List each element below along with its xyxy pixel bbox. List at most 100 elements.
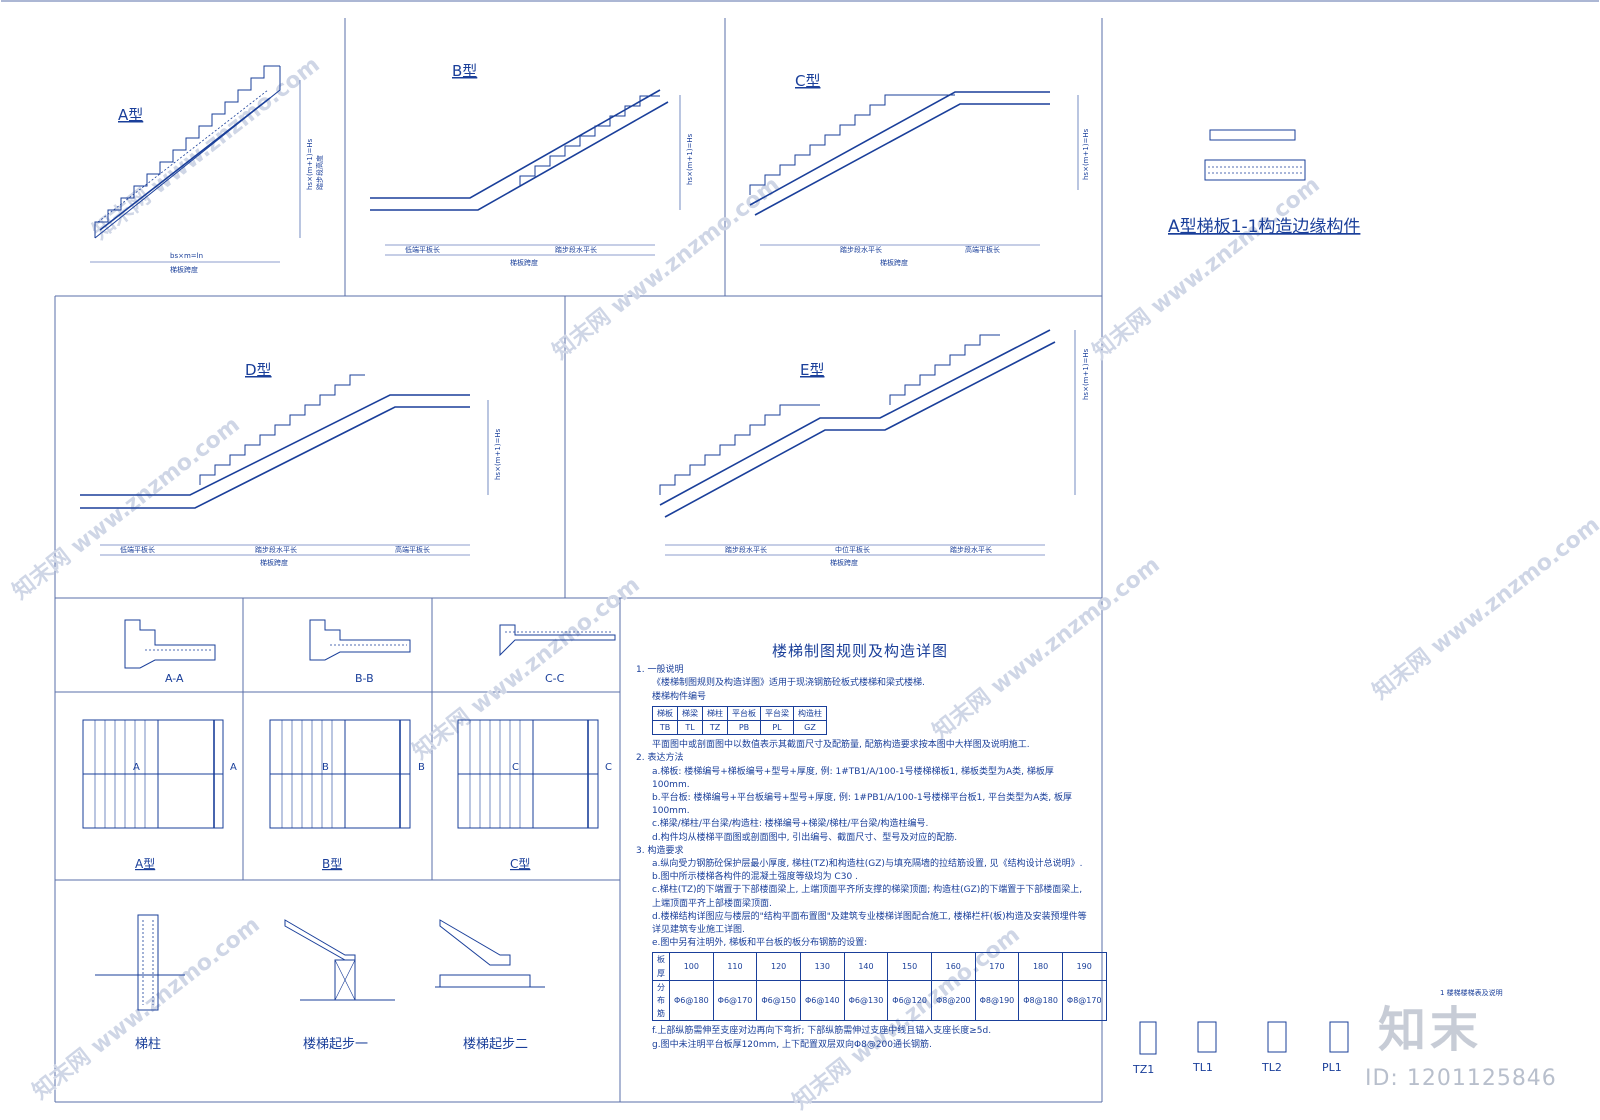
start2-title: 楼梯起步二 bbox=[463, 1037, 528, 1052]
code-val-5: PL bbox=[760, 720, 794, 736]
notes-s1-p3: 平面图中或剖面图中以数值表示其截面尺寸及配筋量, 配筋构造要求按本图中大样图及说… bbox=[652, 740, 1030, 751]
stair-d-step: 踏步段水平长 bbox=[255, 545, 297, 554]
stair-c-high: 高端平板长 bbox=[965, 245, 1000, 254]
thick-h-6: 150 bbox=[887, 952, 932, 981]
plan-a-title: A型 bbox=[135, 857, 155, 871]
notes-s2-c: c.梯梁/梯柱/平台梁/构造柱: 楼梯编号+梯梁/梯柱/平台梁/构造柱编号. bbox=[652, 819, 929, 830]
stair-e-diagram: E型 踏步段水平长 中位平板长 踏步段水平长 梯板跨度 hs×(m+1)=Hs bbox=[659, 329, 1090, 567]
stair-d-hs: hs×(m+1)=Hs bbox=[494, 428, 502, 480]
column-title: 梯柱 bbox=[135, 1037, 161, 1052]
beam-label-tl1: TL1 bbox=[1192, 1061, 1213, 1074]
general-notes: 楼梯制图规则及构造详图 1. 一般说明 《楼梯制图规则及构造详图》适用于现浇钢筋… bbox=[630, 643, 1107, 1052]
watermark-8: 知末网 www.znzmo.com bbox=[28, 912, 265, 1105]
stair-b-low: 低端平板长 bbox=[405, 245, 440, 254]
plan-b-title: B型 bbox=[322, 857, 342, 871]
asset-id: ID: 1201125846 bbox=[1365, 1066, 1557, 1091]
section-details: A-A B-B C-C bbox=[124, 619, 616, 685]
plan-a-mark-2: A bbox=[230, 762, 237, 773]
thick-v-9: Φ8@180 bbox=[1018, 979, 1063, 1022]
beam-label-tz1: TZ1 bbox=[1132, 1063, 1154, 1076]
code-head-1: 梯板 bbox=[652, 705, 678, 722]
notes-s1: 1. 一般说明 bbox=[636, 665, 684, 676]
stair-e-hs: hs×(m+1)=Hs bbox=[1082, 348, 1090, 400]
notes-s3-f: f.上部纵筋需伸至支座对边再向下弯折; 下部纵筋需伸过支座中线且锚入支座长度≥5… bbox=[652, 1026, 992, 1037]
stair-e-span: 梯板跨度 bbox=[830, 558, 858, 567]
notes-s3-d: d.楼梯结构详图应与楼层的"结构平面布置图"及建筑专业楼梯详图配合施工, 楼梯栏… bbox=[652, 911, 1087, 936]
stair-b-span: 梯板跨度 bbox=[510, 258, 538, 267]
stair-c-title: C型 bbox=[795, 72, 820, 90]
thick-h-10: 190 bbox=[1061, 952, 1107, 981]
beam-label-pl1: PL1 bbox=[1322, 1061, 1342, 1074]
thick-h-0: 板厚 bbox=[652, 952, 670, 981]
stair-a-step-height: 踏步段高度 bbox=[315, 155, 324, 190]
bottom-details: 梯柱 楼梯起步一 楼梯起步二 bbox=[95, 914, 545, 1052]
sheet-caption: 1 楼梯楼梯表及说明 bbox=[1440, 989, 1503, 997]
notes-s3-g: g.图中未注明平台板厚120mm, 上下配置双层双向Φ8@200通长钢筋. bbox=[652, 1039, 932, 1050]
code-val-4: PB bbox=[727, 720, 761, 736]
thickness-table: 板厚 100 110 120 130 140 150 160 170 180 1… bbox=[652, 952, 1107, 1022]
stair-a-span: 梯板跨度 bbox=[170, 265, 198, 274]
thick-v-5: Φ6@130 bbox=[843, 979, 889, 1022]
stair-c-diagram: C型 踏步段水平长 高端平板长 梯板跨度 hs×(m+1)=Hs bbox=[749, 72, 1090, 267]
section-aa-label: A-A bbox=[165, 672, 184, 685]
section-bb-label: B-B bbox=[355, 672, 374, 685]
notes-s1-p2: 楼梯构件编号 bbox=[652, 691, 707, 702]
stair-c-span: 梯板跨度 bbox=[880, 258, 908, 267]
component-code-table: 梯板 梯梁 梯柱 平台板 平台梁 构造柱 TB TL TZ PB PL GZ bbox=[652, 705, 827, 736]
thick-v-4: Φ6@140 bbox=[799, 979, 845, 1022]
notes-s2-b: b.平台板: 楼梯编号+平台板编号+型号+厚度, 例: 1#PB1/A/100-… bbox=[652, 793, 1073, 817]
code-head-3: 梯柱 bbox=[702, 705, 728, 722]
edge-detail-title: A型梯板1-1构造边缘构件 bbox=[1168, 217, 1360, 237]
edge-detail: A型梯板1-1构造边缘构件 bbox=[1168, 129, 1360, 237]
code-head-4: 平台板 bbox=[727, 705, 761, 722]
plan-b-mark-2: B bbox=[418, 762, 425, 773]
beam-label-tl2: TL2 bbox=[1261, 1061, 1282, 1074]
code-val-3: TZ bbox=[702, 720, 728, 736]
code-head-2: 梯梁 bbox=[677, 705, 703, 722]
stair-c-hs: hs×(m+1)=Hs bbox=[1082, 128, 1090, 180]
thick-v-2: Φ6@170 bbox=[712, 979, 758, 1022]
stair-b-step: 踏步段水平长 bbox=[555, 245, 597, 254]
notes-s3-c2: 上端顶面平齐上部楼面梁顶面. bbox=[652, 898, 772, 909]
notes-s3-b: b.图中所示楼梯各构件的混凝土强度等级均为 C30 . bbox=[652, 872, 858, 883]
notes-s3-c: c.梯柱(TZ)的下端置于下部楼面梁上, 上端顶面平齐所支撑的梯梁顶面; 构造柱… bbox=[652, 885, 1083, 896]
thick-v-0: 分布筋 bbox=[652, 979, 670, 1022]
watermark-5: 知末网 www.znzmo.com bbox=[408, 572, 645, 765]
plan-c-mark-2: C bbox=[605, 762, 612, 773]
thick-h-5: 140 bbox=[843, 952, 889, 981]
thick-h-7: 160 bbox=[930, 952, 976, 981]
thick-v-1: Φ6@180 bbox=[669, 979, 714, 1022]
plan-c-title: C型 bbox=[510, 857, 530, 871]
notes-s2-a: a.梯板: 楼梯编号+梯板编号+型号+厚度, 例: 1#TB1/A/100-1号… bbox=[652, 766, 1054, 790]
thick-v-8: Φ8@190 bbox=[974, 979, 1020, 1022]
thick-h-9: 180 bbox=[1018, 952, 1063, 981]
watermark-2: 知末网 www.znzmo.com bbox=[548, 172, 785, 365]
notes-s1-p1: 《楼梯制图规则及构造详图》适用于现浇钢筋砼板式楼梯和梁式楼梯. bbox=[652, 678, 925, 689]
stair-e-step2: 踏步段水平长 bbox=[950, 545, 992, 554]
stair-b-hs: hs×(m+1)=Hs bbox=[686, 133, 694, 185]
code-val-2: TL bbox=[677, 720, 703, 736]
thick-h-8: 170 bbox=[974, 952, 1020, 981]
stair-b-diagram: B型 低端平板长 踏步段水平长 梯板跨度 hs×(m+1)=Hs bbox=[370, 62, 694, 267]
beam-sections: TZ1 TL1 TL2 PL1 bbox=[1132, 1021, 1349, 1076]
brand-logo: 知末 bbox=[1378, 1002, 1483, 1058]
code-val-6: GZ bbox=[793, 720, 827, 736]
thick-h-1: 100 bbox=[669, 952, 714, 981]
stair-d-diagram: D型 低端平板长 踏步段水平长 高端平板长 梯板跨度 hs×(m+1)=Hs bbox=[80, 361, 502, 567]
stair-d-title: D型 bbox=[245, 361, 272, 379]
thick-v-7: Φ8@200 bbox=[930, 979, 976, 1022]
plan-b-mark: B bbox=[322, 762, 329, 773]
plan-views: A A A型 B B B型 C C C型 bbox=[82, 719, 612, 871]
stair-e-mid: 中位平板长 bbox=[835, 545, 870, 554]
notes-s2: 2. 表达方法 bbox=[636, 753, 684, 764]
start1-title: 楼梯起步一 bbox=[303, 1037, 368, 1052]
notes-s3-e: e.图中另有注明外, 梯板和平台板的板分布钢筋的设置: bbox=[652, 938, 868, 949]
thick-h-3: 120 bbox=[756, 952, 801, 981]
thick-h-2: 110 bbox=[712, 952, 758, 981]
stair-a-hs: hs×(m+1)=Hs bbox=[306, 138, 314, 190]
code-val-1: TB bbox=[652, 720, 678, 736]
stair-a-bs: bs×m=ln bbox=[170, 252, 203, 260]
plan-c-mark: C bbox=[512, 762, 519, 773]
stair-d-high: 高端平板长 bbox=[395, 545, 430, 554]
